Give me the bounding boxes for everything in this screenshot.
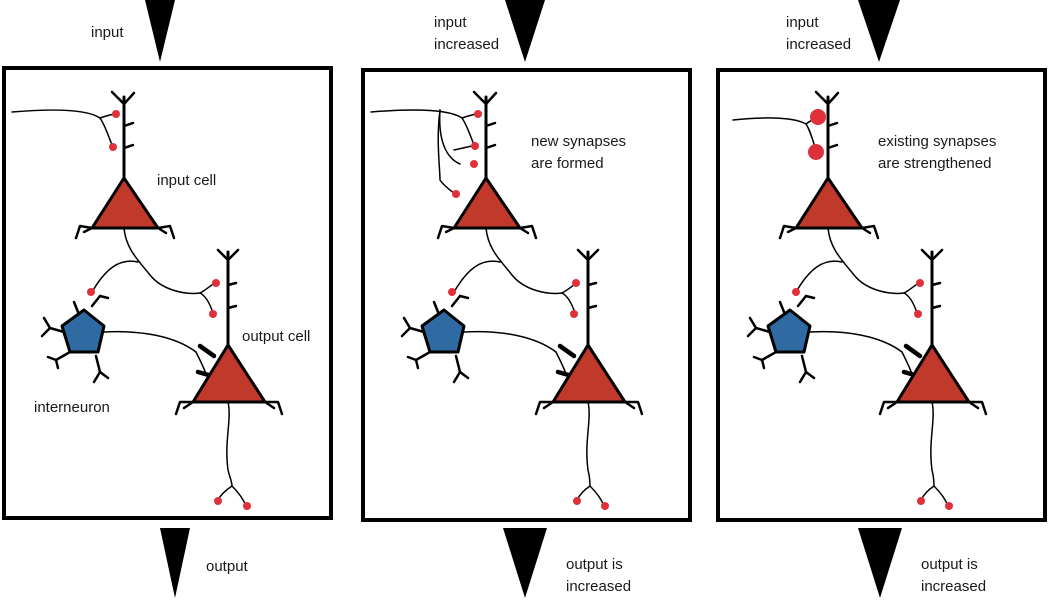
output-cell-body bbox=[895, 343, 971, 404]
synapse bbox=[112, 110, 120, 118]
synapse bbox=[109, 143, 117, 151]
synapses bbox=[792, 109, 953, 510]
annotation-line-2: are strengthened bbox=[878, 155, 991, 172]
synapse bbox=[601, 502, 609, 510]
circuit bbox=[370, 90, 644, 507]
annotation-line-1: new synapses bbox=[531, 133, 626, 150]
circuit bbox=[732, 90, 988, 507]
input-arrow bbox=[858, 0, 900, 62]
interneuron-body bbox=[60, 308, 106, 354]
synapse bbox=[214, 497, 222, 505]
input-arrow bbox=[145, 0, 175, 62]
output-cell-body bbox=[551, 343, 627, 404]
synapses bbox=[448, 110, 609, 510]
output-arrow bbox=[160, 528, 190, 598]
input-label-line-1: input bbox=[91, 24, 124, 41]
input-arrow bbox=[505, 0, 545, 62]
output-label-line-1: output is bbox=[566, 556, 623, 573]
panel-2: input increased bbox=[361, 0, 692, 598]
synapse bbox=[792, 288, 800, 296]
output-arrow bbox=[858, 528, 902, 598]
synapse bbox=[87, 288, 95, 296]
output-cell-body bbox=[191, 343, 267, 404]
synapse bbox=[452, 190, 460, 198]
annotation-line-2: are formed bbox=[531, 155, 604, 172]
input-cell-body bbox=[452, 176, 522, 230]
synapse bbox=[917, 497, 925, 505]
input-label-line-1: input bbox=[786, 14, 819, 31]
annotation-line-1: existing synapses bbox=[878, 133, 996, 150]
input-label-line-2: increased bbox=[786, 36, 851, 53]
enlarged-synapse bbox=[808, 144, 824, 160]
output-cell-label: output cell bbox=[242, 328, 310, 345]
synapse bbox=[471, 142, 479, 150]
synapse bbox=[573, 497, 581, 505]
output-label-line-1: output is bbox=[921, 556, 978, 573]
input-label-line-1: input bbox=[434, 14, 467, 31]
synapse bbox=[448, 288, 456, 296]
synapse bbox=[945, 502, 953, 510]
output-arrow bbox=[503, 528, 547, 598]
output-label-line-2: increased bbox=[921, 578, 986, 595]
panel-frame bbox=[2, 66, 333, 520]
synapse bbox=[470, 160, 478, 168]
input-cell-body bbox=[794, 176, 864, 230]
output-label-line-2: increased bbox=[566, 578, 631, 595]
synapse bbox=[243, 502, 251, 510]
interneuron-label: interneuron bbox=[34, 399, 110, 416]
synapse bbox=[474, 110, 482, 118]
input-label-line-2: increased bbox=[434, 36, 499, 53]
synapse bbox=[572, 279, 580, 287]
synapse bbox=[212, 279, 220, 287]
panel-1: input bbox=[2, 0, 333, 598]
synapse bbox=[914, 310, 922, 318]
interneuron-body bbox=[420, 308, 466, 354]
panel-frame bbox=[361, 68, 692, 522]
output-label-line-1: output bbox=[206, 558, 249, 575]
synapse bbox=[916, 279, 924, 287]
interneuron-body bbox=[766, 308, 812, 354]
input-cell-label: input cell bbox=[157, 172, 216, 189]
enlarged-synapse bbox=[810, 109, 826, 125]
synapse bbox=[570, 310, 578, 318]
circuit bbox=[11, 90, 284, 507]
panel-frame bbox=[716, 68, 1047, 522]
synapses bbox=[87, 110, 251, 510]
input-cell-body bbox=[90, 176, 160, 230]
synapse bbox=[209, 310, 217, 318]
panel-3: input increased bbox=[716, 0, 1047, 598]
